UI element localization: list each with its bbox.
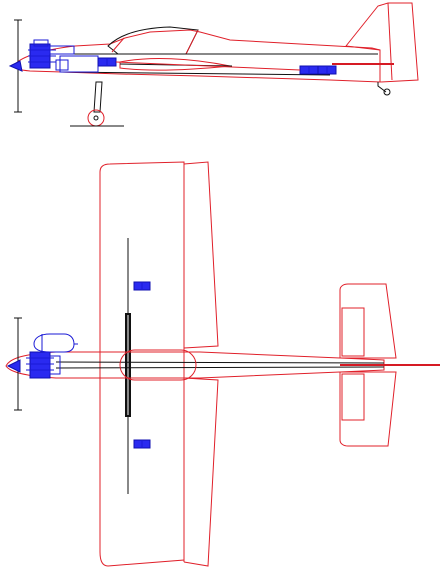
side-view	[8, 2, 419, 127]
top-elevator-upper	[341, 307, 365, 357]
side-canopy-frame	[111, 29, 199, 55]
side-stringer-bottom	[59, 71, 331, 76]
engine-icon	[28, 39, 75, 69]
top-wing-saddle	[119, 349, 197, 381]
top-stabilizer-lower	[339, 371, 397, 447]
top-aileron-lower	[183, 377, 219, 567]
side-landing-gear	[93, 81, 103, 113]
fuel-tank-icon	[33, 333, 78, 353]
top-view	[5, 161, 440, 567]
top-fuselage-outline	[5, 351, 385, 379]
side-spinner	[8, 60, 23, 72]
side-tail-skid	[377, 82, 387, 93]
top-stabilizer-upper	[339, 283, 397, 359]
servo-icon	[317, 65, 337, 75]
side-vertical-fin	[345, 2, 419, 83]
servo-icon	[133, 281, 151, 291]
top-elevator-lower	[341, 373, 365, 421]
side-pushrod	[115, 61, 301, 71]
top-spinner	[6, 359, 21, 373]
top-wing-outline	[99, 161, 185, 567]
servo-icon	[133, 439, 151, 449]
top-fuselage-center-1	[55, 361, 385, 364]
servo-icon	[97, 57, 117, 67]
side-equipment-box	[55, 59, 69, 71]
side-tail-wheel	[383, 88, 391, 96]
engine-icon	[26, 351, 61, 379]
top-aileron-upper	[183, 161, 219, 349]
top-wing-joiner	[125, 313, 131, 417]
top-fuselage-center-2	[55, 366, 385, 369]
servo-icon	[299, 65, 319, 75]
wheel-hub	[93, 115, 99, 121]
side-rudder-hinge	[387, 2, 393, 81]
